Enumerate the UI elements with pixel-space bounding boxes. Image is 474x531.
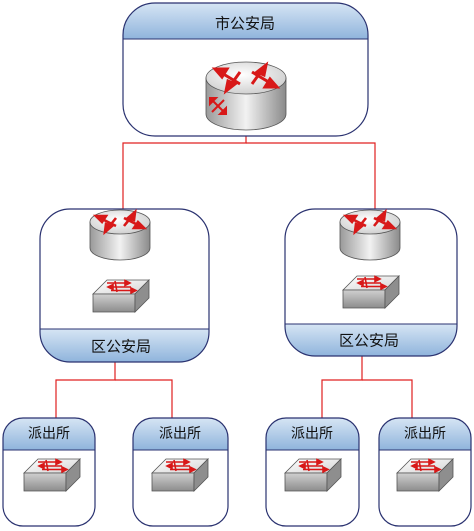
link-city-district-right: [246, 142, 376, 209]
node-station-4-label: 派出所: [404, 426, 446, 442]
node-station-4[interactable]: 派出所: [378, 417, 472, 527]
node-station-2-label: 派出所: [159, 426, 201, 442]
node-station-2[interactable]: 派出所: [132, 417, 229, 527]
node-city-label: 市公安局: [215, 15, 275, 33]
node-district-right[interactable]: 区公安局: [284, 208, 458, 357]
link-district-right-station-4: [362, 379, 413, 418]
link-district-right-station-3: [321, 356, 363, 418]
node-city[interactable]: 市公安局: [122, 2, 369, 137]
node-district-left-label: 区公安局: [91, 338, 151, 356]
node-station-3[interactable]: 派出所: [265, 417, 360, 527]
node-station-1[interactable]: 派出所: [2, 417, 96, 527]
core-router-icon: [204, 60, 288, 132]
links: [55, 136, 413, 418]
router-icon: [338, 208, 402, 262]
link-city-district-left: [122, 136, 247, 209]
node-station-3-label: 派出所: [291, 426, 333, 442]
link-district-left-station-2: [115, 379, 173, 418]
link-district-left-station-1: [55, 362, 116, 418]
node-district-left[interactable]: 区公安局: [39, 208, 210, 363]
router-icon: [88, 208, 152, 262]
node-district-right-label: 区公安局: [339, 332, 399, 350]
node-station-1-label: 派出所: [28, 426, 70, 442]
